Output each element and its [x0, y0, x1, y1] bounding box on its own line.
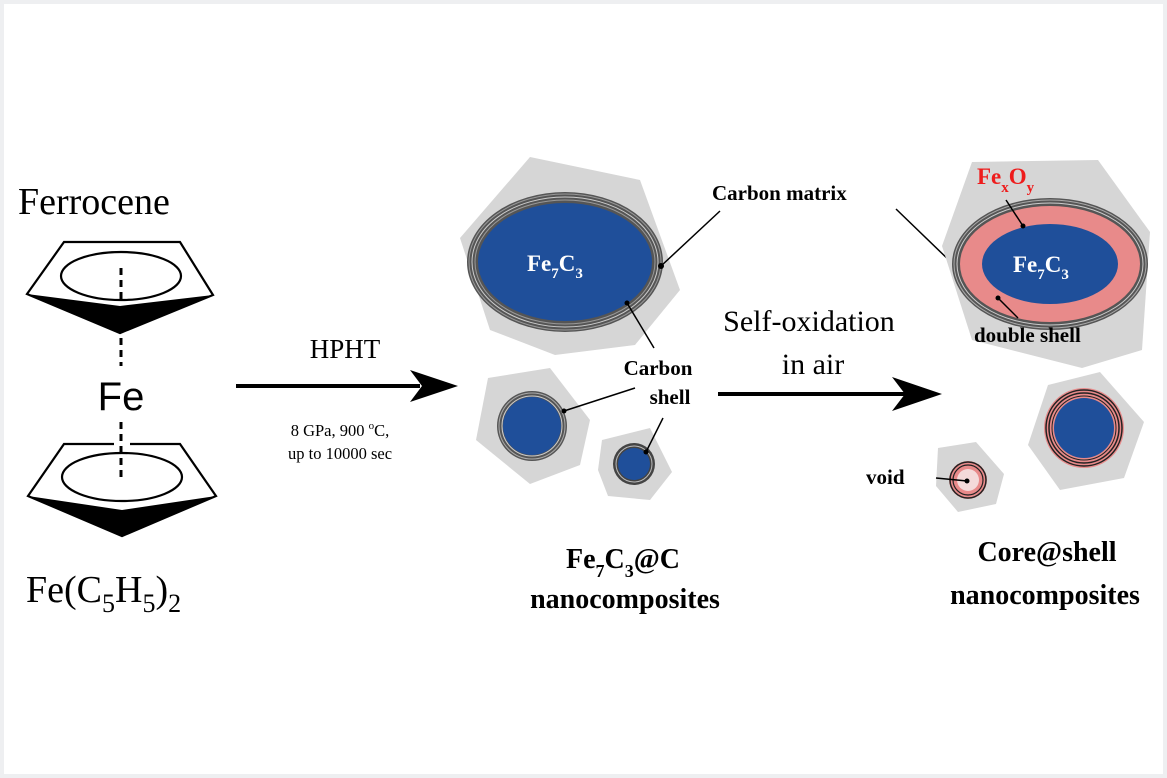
fe7c3-core [503, 397, 561, 455]
scheme-svg: Ferrocene Fe Fe(C5H5)2 HPHT 8 GPa, 900 o… [18, 157, 1150, 618]
intermediate-title-formula: Fe7C3@C [566, 544, 680, 581]
product-small-hollow-particle [936, 442, 1004, 512]
carbon-matrix-leader-lines [658, 208, 957, 269]
carbon-matrix-label: Carbon matrix [712, 181, 847, 205]
product-large-particle: Fe7C3 [942, 160, 1150, 368]
hpht-label: HPHT [310, 334, 381, 364]
iron-center-label: Fe [98, 375, 145, 419]
fe7c3-core [1054, 398, 1114, 458]
cyclopentadienyl-ring-bottom [26, 442, 218, 538]
ferrocene-formula: Fe(C5H5)2 [26, 569, 181, 618]
self-oxidation-label-line1: Self-oxidation [723, 305, 895, 338]
ferrocene-structure: Fe [25, 240, 218, 538]
hpht-arrow [236, 370, 458, 402]
self-oxidation-label-line2: in air [782, 348, 844, 381]
intermediate-title-line2: nanocomposites [530, 584, 720, 615]
ferrocene-title: Ferrocene [18, 181, 170, 223]
iron-oxide-label: FexOy [977, 164, 1035, 196]
hpht-conditions-line2: up to 10000 sec [288, 444, 392, 463]
product-title-line1: Core@shell [977, 537, 1116, 568]
fe7c3-core [478, 203, 652, 321]
core-label: Fe7C3 [527, 251, 583, 282]
void-leader-line [935, 477, 970, 484]
cyclopentadienyl-ring-top [25, 240, 215, 335]
double-shell-label: double shell [974, 323, 1081, 347]
carbon-shell-leader-lines [561, 300, 664, 455]
product-title-line2: nanocomposites [950, 580, 1140, 611]
product-medium-particle [1028, 372, 1144, 490]
core-label: Fe7C3 [1013, 252, 1069, 283]
iron-oxide-leader-line [1005, 199, 1026, 229]
double-shell-leader-line [995, 295, 1019, 319]
void-label: void [866, 465, 905, 489]
fe7c3-core [618, 448, 650, 480]
figure-canvas: Ferrocene Fe Fe(C5H5)2 HPHT 8 GPa, 900 o… [4, 4, 1163, 774]
intermediate-small-particle [598, 428, 672, 500]
carbon-shell-label-line2: shell [650, 385, 691, 409]
carbon-shell-label-line1: Carbon [624, 356, 693, 380]
self-oxidation-arrow [718, 377, 942, 411]
fe7c3-core [982, 224, 1118, 304]
intermediate-medium-particle [476, 368, 590, 484]
intermediate-large-particle: Fe7C3 [460, 157, 680, 355]
hpht-conditions-line1: 8 GPa, 900 oC, [291, 420, 390, 440]
